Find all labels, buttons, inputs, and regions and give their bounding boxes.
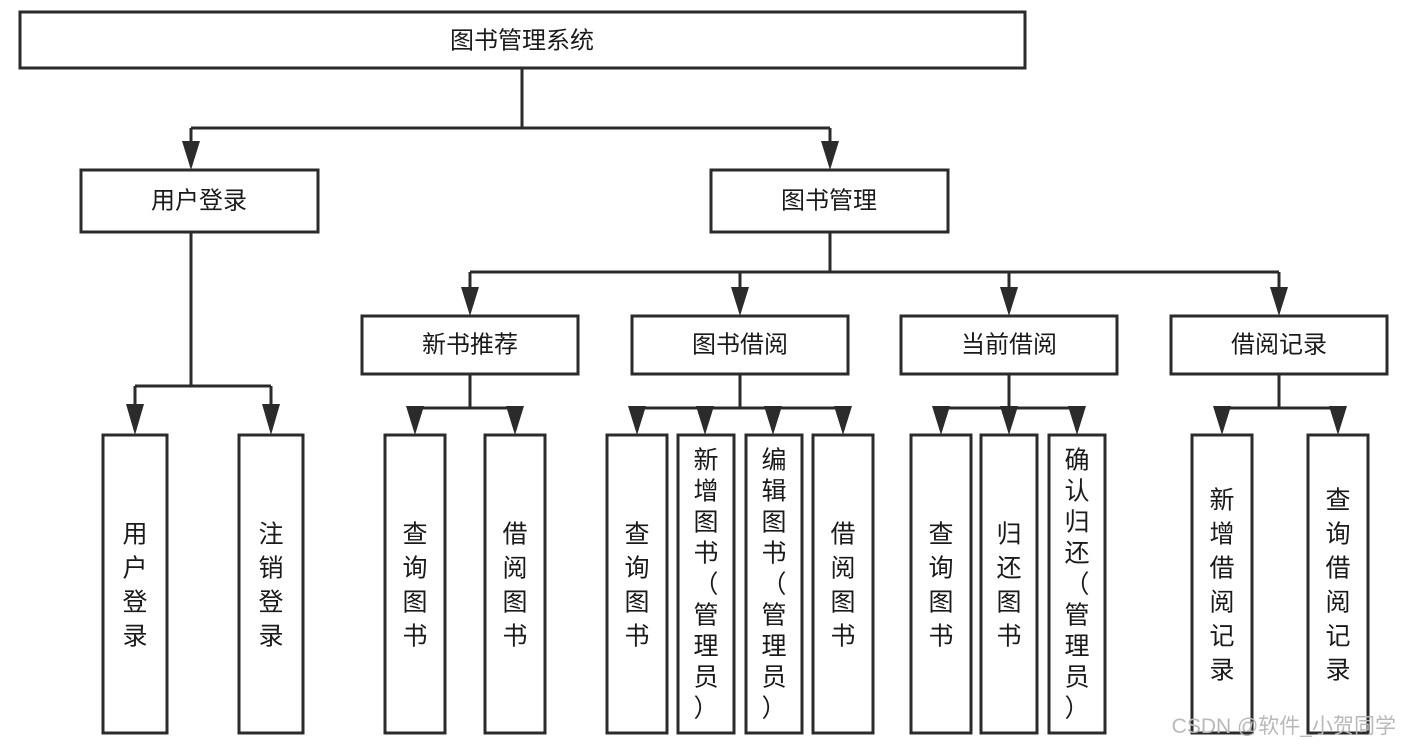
node-leaf-user-login-rect[interactable] — [101, 433, 169, 735]
node-leaf-query-record-label: 查询借阅记录 — [1325, 487, 1350, 685]
arrowhead-book-borrow — [731, 287, 749, 316]
node-leaf-user-login-label: 用户登录 — [122, 521, 147, 651]
arrowhead-leaf-add-book — [696, 406, 714, 435]
node-borrow-record-label: 借阅记录 — [1231, 331, 1327, 358]
node-leaf-edit-book-rect[interactable] — [744, 433, 804, 735]
node-book-borrow-label: 图书借阅 — [692, 331, 788, 358]
node-book-management-rect[interactable] — [709, 168, 950, 234]
node-current-borrow-label: 当前借阅 — [961, 331, 1057, 358]
node-leaf-borrow-book-2-rect[interactable] — [811, 433, 875, 735]
edge-group-book-borrow — [628, 374, 852, 435]
arrowhead-leaf-query-book-1 — [406, 406, 424, 435]
node-user-login-label: 用户登录 — [151, 187, 247, 214]
node-new-book-recommend-rect[interactable] — [360, 314, 580, 376]
arrowhead-leaf-query-record — [1329, 406, 1347, 435]
node-root-label: 图书管理系统 — [450, 27, 594, 54]
node-leaf-borrow-book-1-rect[interactable] — [483, 433, 547, 735]
edge-group-book-management — [461, 232, 1288, 316]
node-leaf-borrow-book-1[interactable]: 借阅图书 — [483, 433, 547, 735]
node-leaf-confirm-return-rect[interactable] — [1047, 433, 1107, 735]
arrowhead-leaf-user-logout — [262, 404, 280, 435]
edge-group-user-login — [126, 232, 280, 435]
node-leaf-confirm-return-label: 确认归还（管理员） — [1064, 447, 1089, 723]
node-leaf-confirm-return[interactable]: 确认归还（管理员） — [1047, 433, 1107, 735]
node-leaf-add-record[interactable]: 新增借阅记录 — [1190, 433, 1254, 735]
arrowhead-user-login — [182, 141, 200, 170]
node-leaf-user-login[interactable]: 用户登录 — [101, 433, 169, 735]
node-root[interactable]: 图书管理系统 — [18, 10, 1027, 70]
edge-group-root — [182, 68, 839, 170]
arrowhead-leaf-borrow-book-2 — [834, 406, 852, 435]
node-current-borrow-rect[interactable] — [899, 314, 1119, 376]
node-leaf-add-book-label: 新增图书（管理员） — [693, 447, 718, 723]
node-leaf-query-book-3-rect[interactable] — [909, 433, 973, 735]
node-new-book-recommend-label: 新书推荐 — [422, 331, 518, 358]
node-book-management[interactable]: 图书管理 — [709, 168, 950, 234]
node-leaf-user-logout-label: 注销登录 — [258, 521, 283, 651]
node-borrow-record[interactable]: 借阅记录 — [1169, 314, 1389, 376]
node-book-borrow[interactable]: 图书借阅 — [630, 314, 850, 376]
node-current-borrow[interactable]: 当前借阅 — [899, 314, 1119, 376]
node-leaf-add-book-rect[interactable] — [676, 433, 736, 735]
node-user-login[interactable]: 用户登录 — [79, 168, 320, 234]
node-root-rect[interactable] — [18, 10, 1027, 70]
arrowhead-leaf-confirm-return — [1068, 406, 1086, 435]
node-leaf-add-record-label: 新增借阅记录 — [1209, 487, 1234, 685]
node-leaf-query-book-2-rect[interactable] — [605, 433, 669, 735]
node-leaf-borrow-book-2[interactable]: 借阅图书 — [811, 433, 875, 735]
node-leaf-query-book-1-rect[interactable] — [383, 433, 447, 735]
node-leaf-query-record-rect[interactable] — [1306, 433, 1370, 735]
arrowhead-leaf-borrow-book-1 — [506, 406, 524, 435]
edge-group-new-book-recommend — [406, 374, 524, 435]
node-leaf-query-book-1-label: 查询图书 — [402, 521, 427, 651]
arrowhead-leaf-query-book-3 — [932, 406, 950, 435]
node-user-login-rect[interactable] — [79, 168, 320, 234]
arrowhead-leaf-add-record — [1213, 406, 1231, 435]
node-leaf-borrow-book-2-label: 借阅图书 — [830, 521, 855, 651]
node-leaf-edit-book-label: 编辑图书（管理员） — [761, 447, 786, 723]
node-leaf-query-book-2-label: 查询图书 — [624, 521, 649, 651]
node-leaf-user-logout-rect[interactable] — [237, 433, 305, 735]
edge-group-current-borrow — [932, 374, 1086, 435]
node-leaf-user-logout[interactable]: 注销登录 — [237, 433, 305, 735]
watermark-label: CSDN @软件_小贺同学 — [1172, 715, 1396, 738]
node-leaf-add-record-rect[interactable] — [1190, 433, 1254, 735]
node-leaf-borrow-book-1-label: 借阅图书 — [502, 521, 527, 651]
edge-group-borrow-record — [1213, 374, 1347, 435]
node-leaf-return-book[interactable]: 归还图书 — [979, 433, 1039, 735]
node-leaf-query-book-1[interactable]: 查询图书 — [383, 433, 447, 735]
node-book-management-label: 图书管理 — [781, 187, 877, 214]
node-book-borrow-rect[interactable] — [630, 314, 850, 376]
node-leaf-query-record[interactable]: 查询借阅记录 — [1306, 433, 1370, 735]
node-leaf-add-book[interactable]: 新增图书（管理员） — [676, 433, 736, 735]
node-leaf-return-book-label: 归还图书 — [996, 521, 1021, 651]
node-leaf-query-book-3[interactable]: 查询图书 — [909, 433, 973, 735]
arrowhead-new-book-recommend — [461, 287, 479, 316]
node-leaf-query-book-2[interactable]: 查询图书 — [605, 433, 669, 735]
arrowhead-leaf-return-book — [1000, 406, 1018, 435]
node-borrow-record-rect[interactable] — [1169, 314, 1389, 376]
arrowhead-current-borrow — [1000, 287, 1018, 316]
node-leaf-query-book-3-label: 查询图书 — [928, 521, 953, 651]
arrowhead-leaf-user-login — [126, 404, 144, 435]
node-leaf-edit-book[interactable]: 编辑图书（管理员） — [744, 433, 804, 735]
arrowhead-leaf-query-book-2 — [628, 406, 646, 435]
node-new-book-recommend[interactable]: 新书推荐 — [360, 314, 580, 376]
arrowhead-book-management — [821, 141, 839, 170]
arrowhead-leaf-edit-book — [764, 406, 782, 435]
arrowhead-borrow-record — [1270, 287, 1288, 316]
node-leaf-return-book-rect[interactable] — [979, 433, 1039, 735]
